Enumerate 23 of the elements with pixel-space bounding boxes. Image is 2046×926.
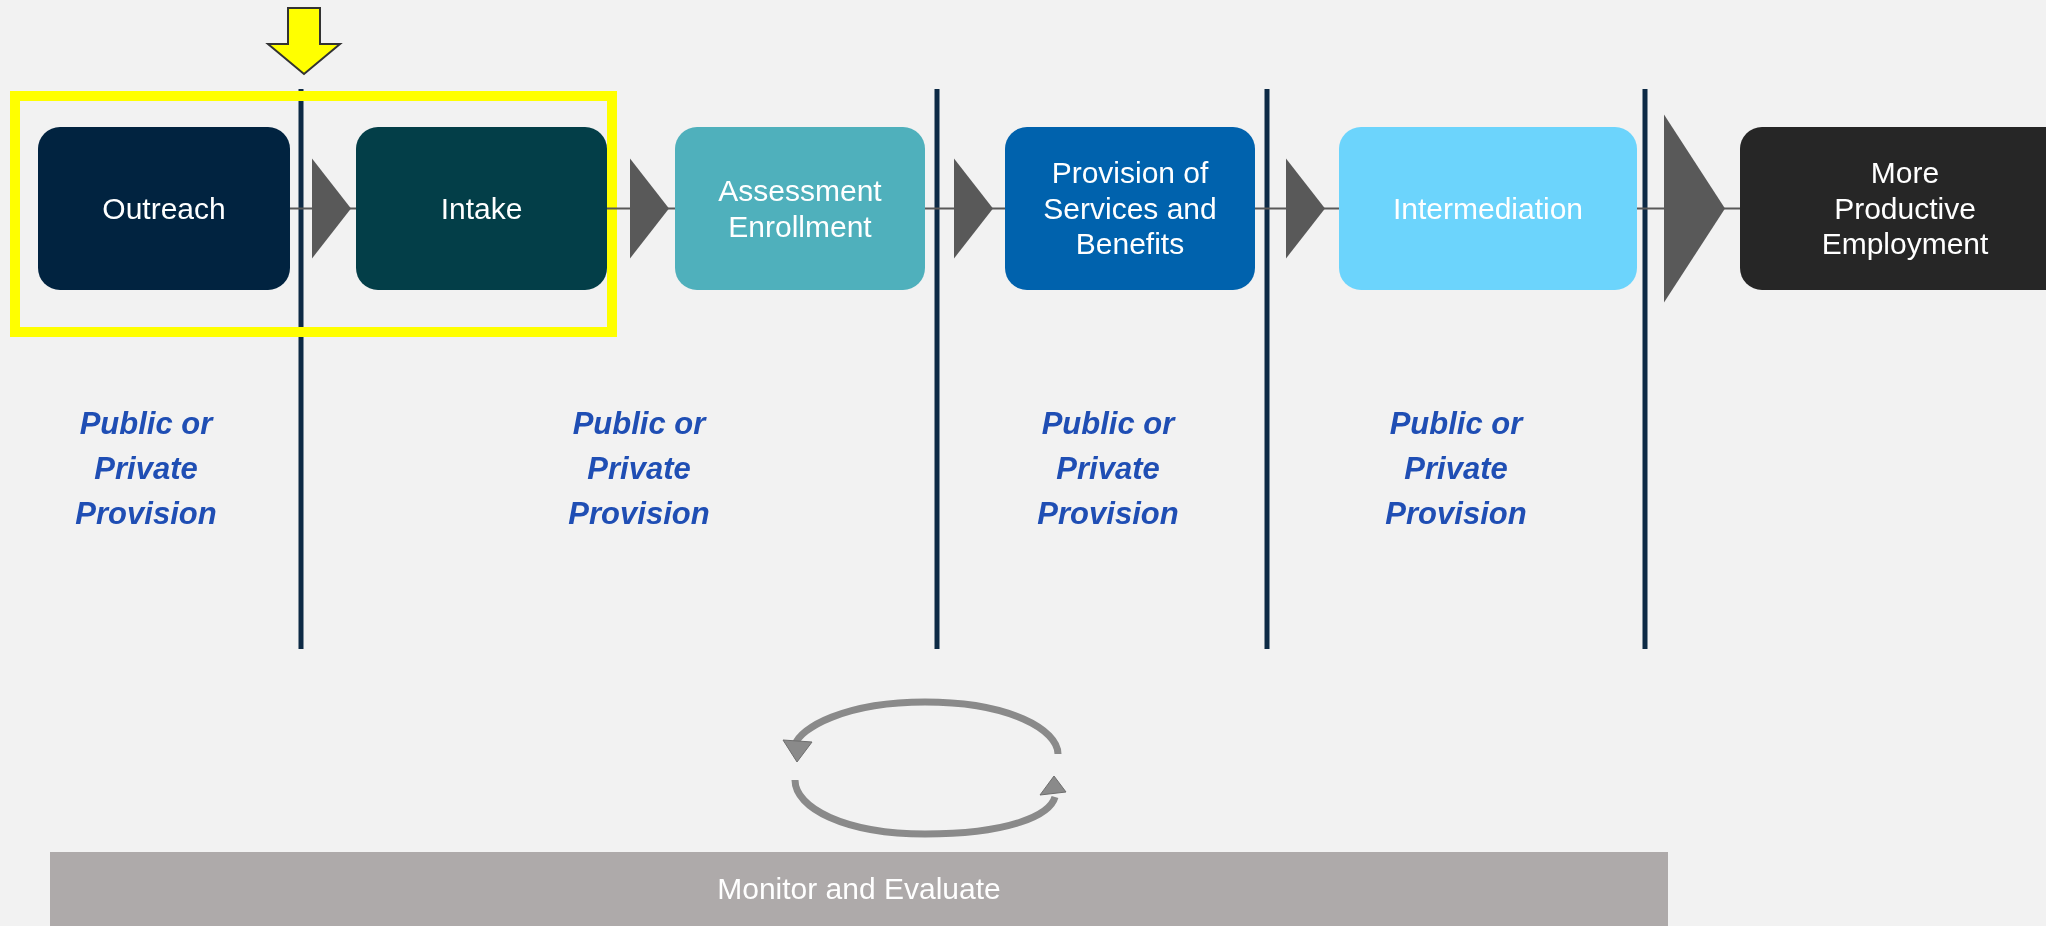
process-box [1740, 127, 2046, 290]
chevron-arrow [606, 158, 676, 259]
chevron-arrow [924, 158, 1006, 259]
chevron-arrow [289, 158, 357, 259]
process-box [38, 127, 290, 290]
chevron-arrow [1636, 114, 1741, 303]
box-label: Provision of Services and Benefits [1042, 155, 1218, 262]
process-box [356, 127, 607, 290]
box-label: Intake [440, 190, 523, 227]
box-label: Monitor and Evaluate [717, 871, 1001, 907]
provision-note: Public or Private Provision [1036, 405, 1180, 533]
monitor-bar [50, 852, 1668, 926]
provision-note: Public or Private Provision [1384, 405, 1528, 533]
box-label: Outreach [102, 190, 226, 227]
provision-note: Public or Private Provision [567, 405, 711, 533]
chevron-arrow [1254, 158, 1340, 259]
box-label: More Productive Employment [1820, 155, 1990, 262]
box-label: Assessment Enrollment [717, 173, 883, 244]
process-box [1005, 127, 1255, 290]
provision-note: Public or Private Provision [74, 405, 218, 533]
box-label: Intermediation [1392, 190, 1584, 227]
process-box [1339, 127, 1637, 290]
process-box [675, 127, 925, 290]
